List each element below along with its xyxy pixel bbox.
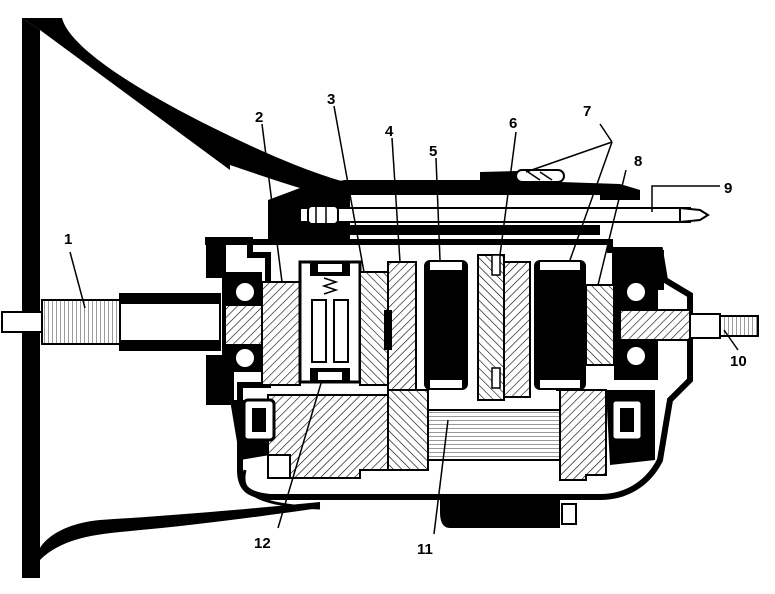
leader-lines — [69, 105, 739, 535]
third-gear — [359, 271, 389, 386]
front-bearing — [222, 272, 266, 372]
countershaft — [267, 389, 607, 481]
callout-9: 9 — [724, 180, 732, 197]
top-cover — [268, 169, 640, 240]
callout-3: 3 — [327, 91, 335, 108]
callout-7: 7 — [583, 103, 591, 120]
synchronizer-assembly — [298, 260, 362, 384]
fifth-gear — [424, 260, 468, 390]
seventh-gear — [534, 260, 586, 390]
input-gear — [261, 281, 301, 386]
detent-boss — [515, 169, 565, 183]
fourth-gear — [384, 261, 417, 391]
countershaft-bearings — [242, 398, 644, 442]
callout-4: 4 — [385, 123, 394, 140]
bell-housing — [22, 18, 345, 578]
drain-plug — [561, 503, 577, 525]
sixth-gear — [477, 254, 531, 401]
callout-10: 10 — [730, 353, 747, 370]
oil-pan — [242, 469, 577, 528]
callout-6: 6 — [509, 115, 517, 132]
input-shaft — [1, 293, 221, 351]
callout-5: 5 — [429, 143, 437, 160]
callout-2: 2 — [255, 109, 263, 126]
output-gear — [585, 284, 615, 366]
callout-11: 11 — [417, 541, 433, 558]
callout-8: 8 — [634, 153, 642, 170]
output-shaft — [619, 309, 759, 341]
callout-12: 12 — [254, 535, 271, 552]
callout-1: 1 — [64, 231, 72, 248]
